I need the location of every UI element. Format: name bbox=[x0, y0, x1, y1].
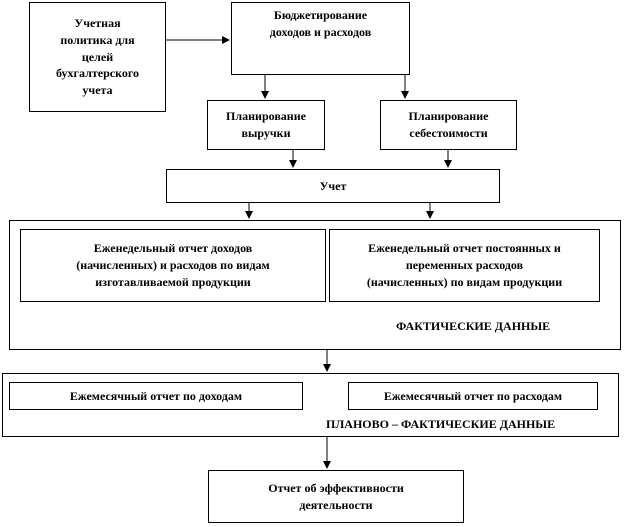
weekly-income-report-box bbox=[20, 229, 326, 302]
efficiency-report-box bbox=[208, 470, 464, 523]
monthly-expense-report-label: Ежемесячный отчет по расходам bbox=[383, 388, 563, 403]
cost-planning-box bbox=[380, 100, 517, 150]
revenue-planning-box bbox=[207, 100, 325, 150]
weekly-cost-report-box bbox=[329, 229, 600, 302]
weekly-income-report-label: Еженедельный отчет доходов (начисленных)… bbox=[76, 241, 270, 289]
accounting-policy-label: Учетная политика для целей бухгалтерског… bbox=[56, 16, 139, 98]
revenue-planning-label: Планирование выручки bbox=[226, 109, 306, 140]
budgeting-box bbox=[231, 2, 410, 75]
budgeting-label: Бюджетирование доходов и расходов bbox=[269, 8, 372, 39]
efficiency-report-label: Отчет об эффективности деятельности bbox=[268, 480, 404, 512]
actual-data-heading: ФАКТИЧЕСКИЕ ДАННЫЕ bbox=[396, 319, 551, 333]
accounting-box bbox=[166, 169, 500, 203]
cost-planning-label: Планирование себестоимости bbox=[408, 109, 489, 140]
weekly-cost-report-label: Еженедельный отчет постоянных и переменн… bbox=[366, 241, 563, 289]
monthly-income-report-label: Ежемесячный отчет по доходам bbox=[69, 388, 243, 403]
accounting-label: Учет bbox=[319, 178, 347, 193]
plan-actual-heading: ПЛАНОВО – ФАКТИЧЕСКИЕ ДАННЫЕ bbox=[326, 417, 556, 431]
monthly-income-report-box bbox=[9, 382, 303, 410]
accounting-policy-box bbox=[29, 2, 166, 112]
monthly-expense-report-box bbox=[348, 382, 598, 410]
